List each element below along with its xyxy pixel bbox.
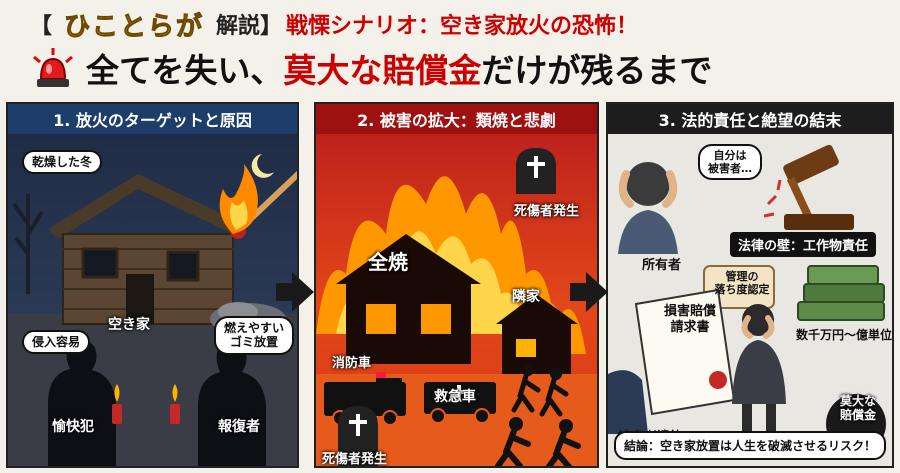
arrow-2-to-3-icon bbox=[570, 272, 608, 312]
owner-label: 所有者 bbox=[642, 258, 682, 273]
revenge-label: 報復者 bbox=[218, 419, 260, 435]
dry-winter-bubble: 乾燥した冬 bbox=[22, 150, 103, 175]
thrill-arsonist-label: 愉快犯 bbox=[52, 419, 94, 435]
casualties-top-label: 死傷者発生 bbox=[514, 204, 580, 219]
claim-document-title: 損害賠償 請求書 bbox=[663, 304, 716, 335]
vacant-house-label: 空き家 bbox=[108, 317, 150, 333]
ambulance-label: 救急車 bbox=[434, 389, 476, 405]
huge-compensation-ball-label: 莫大な 賠償金 bbox=[840, 394, 877, 423]
panel-2-title: 2. 被害の拡大：類焼と悲劇 bbox=[316, 104, 597, 134]
panel-damage-spread: 2. 被害の拡大：類焼と悲劇 bbox=[314, 102, 599, 468]
flammable-trash-bubble: 燃えやすい ゴミ放置 bbox=[214, 316, 295, 355]
panel-3-title: 3. 法的責任と絶望の結末 bbox=[608, 104, 892, 134]
easy-entry-bubble: 侵入容易 bbox=[22, 330, 91, 355]
header-bracket-open: 【 bbox=[30, 14, 53, 39]
siren-icon bbox=[33, 48, 73, 87]
arrow-1-to-2-icon bbox=[276, 272, 314, 312]
negligence-scroll-text: 管理の 落ち度認定 bbox=[714, 270, 770, 297]
legal-wall-tag: 法律の壁：工作物責任 bbox=[730, 232, 877, 257]
burning-houses-illustration bbox=[316, 148, 597, 466]
amount-label: 数千万円〜億単位 bbox=[796, 328, 893, 342]
brand-name: ひことらが bbox=[64, 11, 205, 42]
panel-1-title: 1. 放火のターゲットと原因 bbox=[8, 104, 297, 134]
header-line-2: 全てを失い、 莫大な賠償金 だけが残るまで bbox=[30, 44, 712, 92]
panel-arson-target: 1. 放火のターゲットと原因 乾燥した冬 空き bbox=[6, 102, 299, 468]
subline-red: 莫大な賠償金 bbox=[283, 51, 482, 90]
fire-truck-label: 消防車 bbox=[332, 356, 372, 371]
header-line-1: 【 ひことらが 解説】 戦慄シナリオ：空き家放火の恐怖！ bbox=[30, 6, 638, 42]
panel-legal-liability: 3. 法的責任と絶望の結末 自分は 被害者… 所有者 法律の壁：工作物責任 管 bbox=[606, 102, 894, 468]
headline: 戦慄シナリオ：空き家放火の恐怖！ bbox=[286, 14, 639, 39]
total-loss-label: 全焼 bbox=[368, 250, 408, 274]
casualties-bottom-label: 死傷者発生 bbox=[322, 452, 388, 467]
subline-pre: 全てを失い、 bbox=[86, 51, 284, 90]
legal-despair-illustration bbox=[608, 144, 886, 454]
conclusion-banner: 結論：空き家放置は人生を破滅させるリスク！ bbox=[614, 431, 886, 460]
owner-thought-bubble: 自分は 被害者… bbox=[698, 144, 762, 181]
neighbor-house-label: 隣家 bbox=[512, 289, 540, 305]
subline-post: だけが残るまで bbox=[481, 51, 713, 90]
header-kaisetsu: 解説】 bbox=[216, 14, 283, 39]
